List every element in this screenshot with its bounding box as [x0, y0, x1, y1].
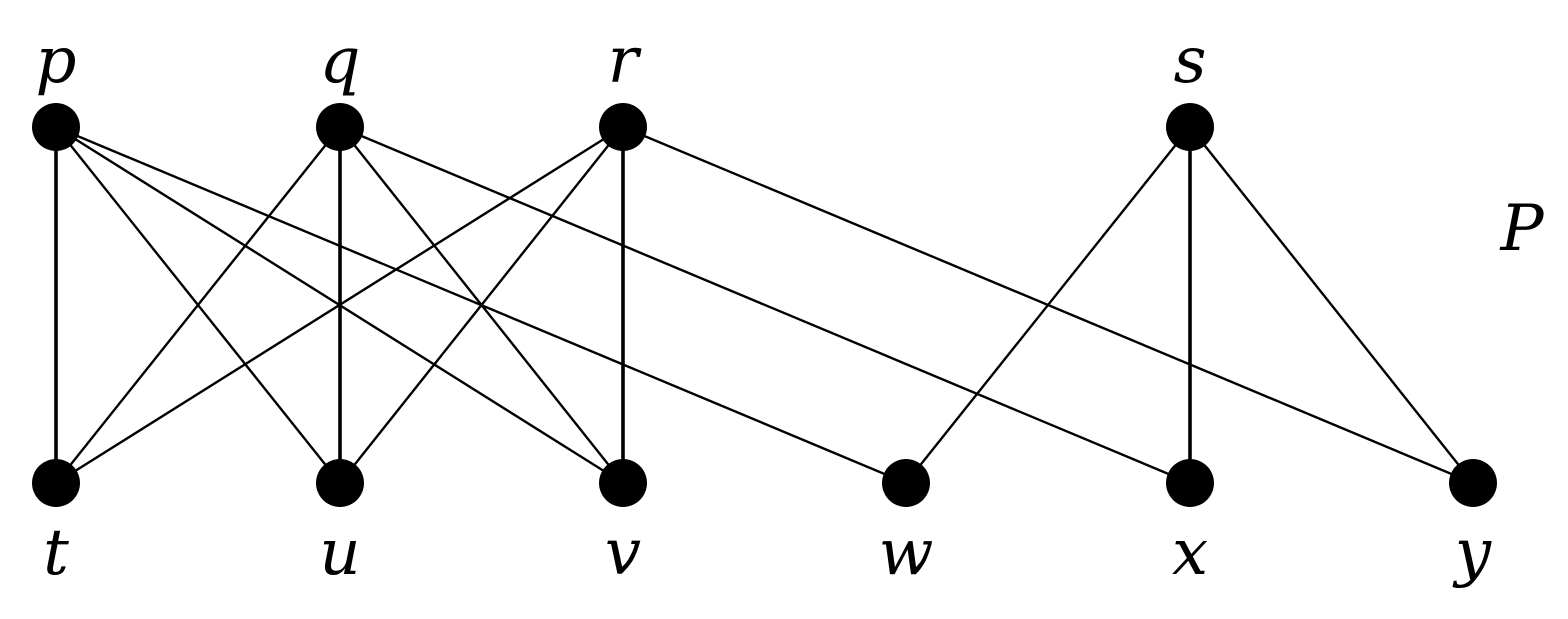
edge-s-w — [904, 125, 1192, 485]
node-r — [599, 103, 647, 151]
node-label-t: t — [43, 516, 69, 590]
node-y — [1449, 459, 1497, 507]
poset-name-label: P — [1499, 192, 1544, 266]
node-label-v: v — [605, 516, 641, 590]
node-q — [316, 103, 364, 151]
node-p — [32, 103, 80, 151]
node-label-y: y — [1452, 516, 1492, 590]
node-u — [316, 459, 364, 507]
node-label-w: w — [879, 516, 934, 590]
edge-r-u — [338, 125, 625, 485]
node-v — [599, 459, 647, 507]
label-layer: p q r s t u v w x y — [36, 24, 1492, 590]
node-label-p: p — [36, 24, 77, 98]
edge-r-t — [54, 125, 625, 485]
node-label-u: u — [319, 516, 360, 590]
node-x — [1166, 459, 1214, 507]
node-layer — [32, 103, 1497, 507]
edge-s-y — [1188, 125, 1475, 485]
node-label-x: x — [1172, 516, 1208, 590]
node-label-r: r — [608, 24, 642, 98]
edge-q-t — [54, 125, 342, 485]
node-label-q: q — [320, 24, 361, 98]
edge-q-x — [338, 125, 1192, 485]
node-label-s: s — [1174, 24, 1207, 98]
node-t — [32, 459, 80, 507]
node-s — [1166, 103, 1214, 151]
edge-layer — [54, 125, 1475, 485]
node-w — [882, 459, 930, 507]
